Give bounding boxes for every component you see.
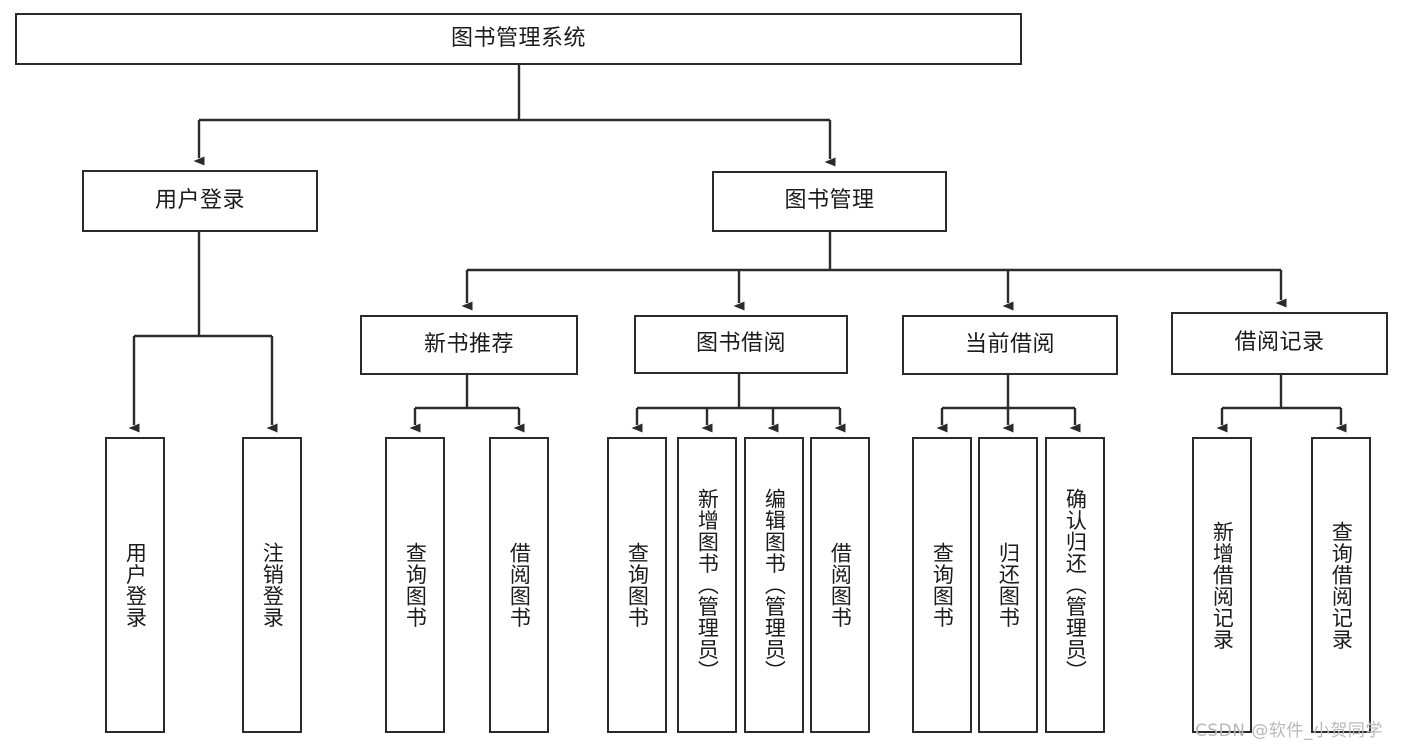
node-current-borrow-label: 当前借阅 xyxy=(964,331,1055,357)
node-leaf-query-book-2[interactable]: 查询图书 xyxy=(607,437,667,733)
node-leaf-edit-book-label: 编辑图书（管理员） xyxy=(762,488,787,682)
node-leaf-edit-book[interactable]: 编辑图书（管理员） xyxy=(744,437,804,733)
node-current-borrow[interactable]: 当前借阅 xyxy=(902,315,1118,375)
node-leaf-logout-login-label: 注销登录 xyxy=(260,542,285,628)
node-leaf-query-book-1[interactable]: 查询图书 xyxy=(385,437,445,733)
node-borrow-record[interactable]: 借阅记录 xyxy=(1171,312,1388,375)
node-leaf-add-book[interactable]: 新增图书（管理员） xyxy=(677,437,737,733)
node-leaf-query-book-1-label: 查询图书 xyxy=(403,542,428,628)
node-leaf-borrow-book-1-label: 借阅图书 xyxy=(507,542,532,628)
node-leaf-user-login-label: 用户登录 xyxy=(123,542,148,628)
node-leaf-return-book-label: 归还图书 xyxy=(996,542,1021,628)
node-root[interactable]: 图书管理系统 xyxy=(15,13,1022,65)
node-book-borrow[interactable]: 图书借阅 xyxy=(634,315,848,374)
node-root-label: 图书管理系统 xyxy=(450,25,586,51)
node-leaf-query-book-3[interactable]: 查询图书 xyxy=(912,437,972,733)
node-leaf-borrow-book-1[interactable]: 借阅图书 xyxy=(489,437,549,733)
node-leaf-query-record-label: 查询借阅记录 xyxy=(1329,520,1354,650)
node-leaf-add-record[interactable]: 新增借阅记录 xyxy=(1192,437,1252,733)
node-leaf-confirm-return-label: 确认归还（管理员） xyxy=(1063,488,1088,682)
node-book-manage-label: 图书管理 xyxy=(784,188,875,214)
node-leaf-borrow-book-2-label: 借阅图书 xyxy=(828,542,853,628)
node-leaf-user-login[interactable]: 用户登录 xyxy=(105,437,165,733)
node-leaf-confirm-return[interactable]: 确认归还（管理员） xyxy=(1045,437,1105,733)
node-leaf-add-book-label: 新增图书（管理员） xyxy=(695,488,720,682)
node-new-book-recommend-label: 新书推荐 xyxy=(423,331,514,357)
node-leaf-logout-login[interactable]: 注销登录 xyxy=(242,437,302,733)
node-leaf-query-book-2-label: 查询图书 xyxy=(625,542,650,628)
node-leaf-query-record[interactable]: 查询借阅记录 xyxy=(1311,437,1371,733)
node-book-borrow-label: 图书借阅 xyxy=(695,331,786,357)
node-leaf-borrow-book-2[interactable]: 借阅图书 xyxy=(810,437,870,733)
node-book-manage[interactable]: 图书管理 xyxy=(712,171,947,232)
csdn-watermark: CSDN @软件_小贺同学 xyxy=(1195,721,1383,741)
node-leaf-query-book-3-label: 查询图书 xyxy=(930,542,955,628)
node-leaf-return-book[interactable]: 归还图书 xyxy=(978,437,1038,733)
node-new-book-recommend[interactable]: 新书推荐 xyxy=(360,315,578,375)
node-user-login[interactable]: 用户登录 xyxy=(82,170,318,232)
node-user-login-label: 用户登录 xyxy=(154,187,245,213)
node-borrow-record-label: 借阅记录 xyxy=(1234,330,1325,356)
node-leaf-add-record-label: 新增借阅记录 xyxy=(1210,520,1235,650)
